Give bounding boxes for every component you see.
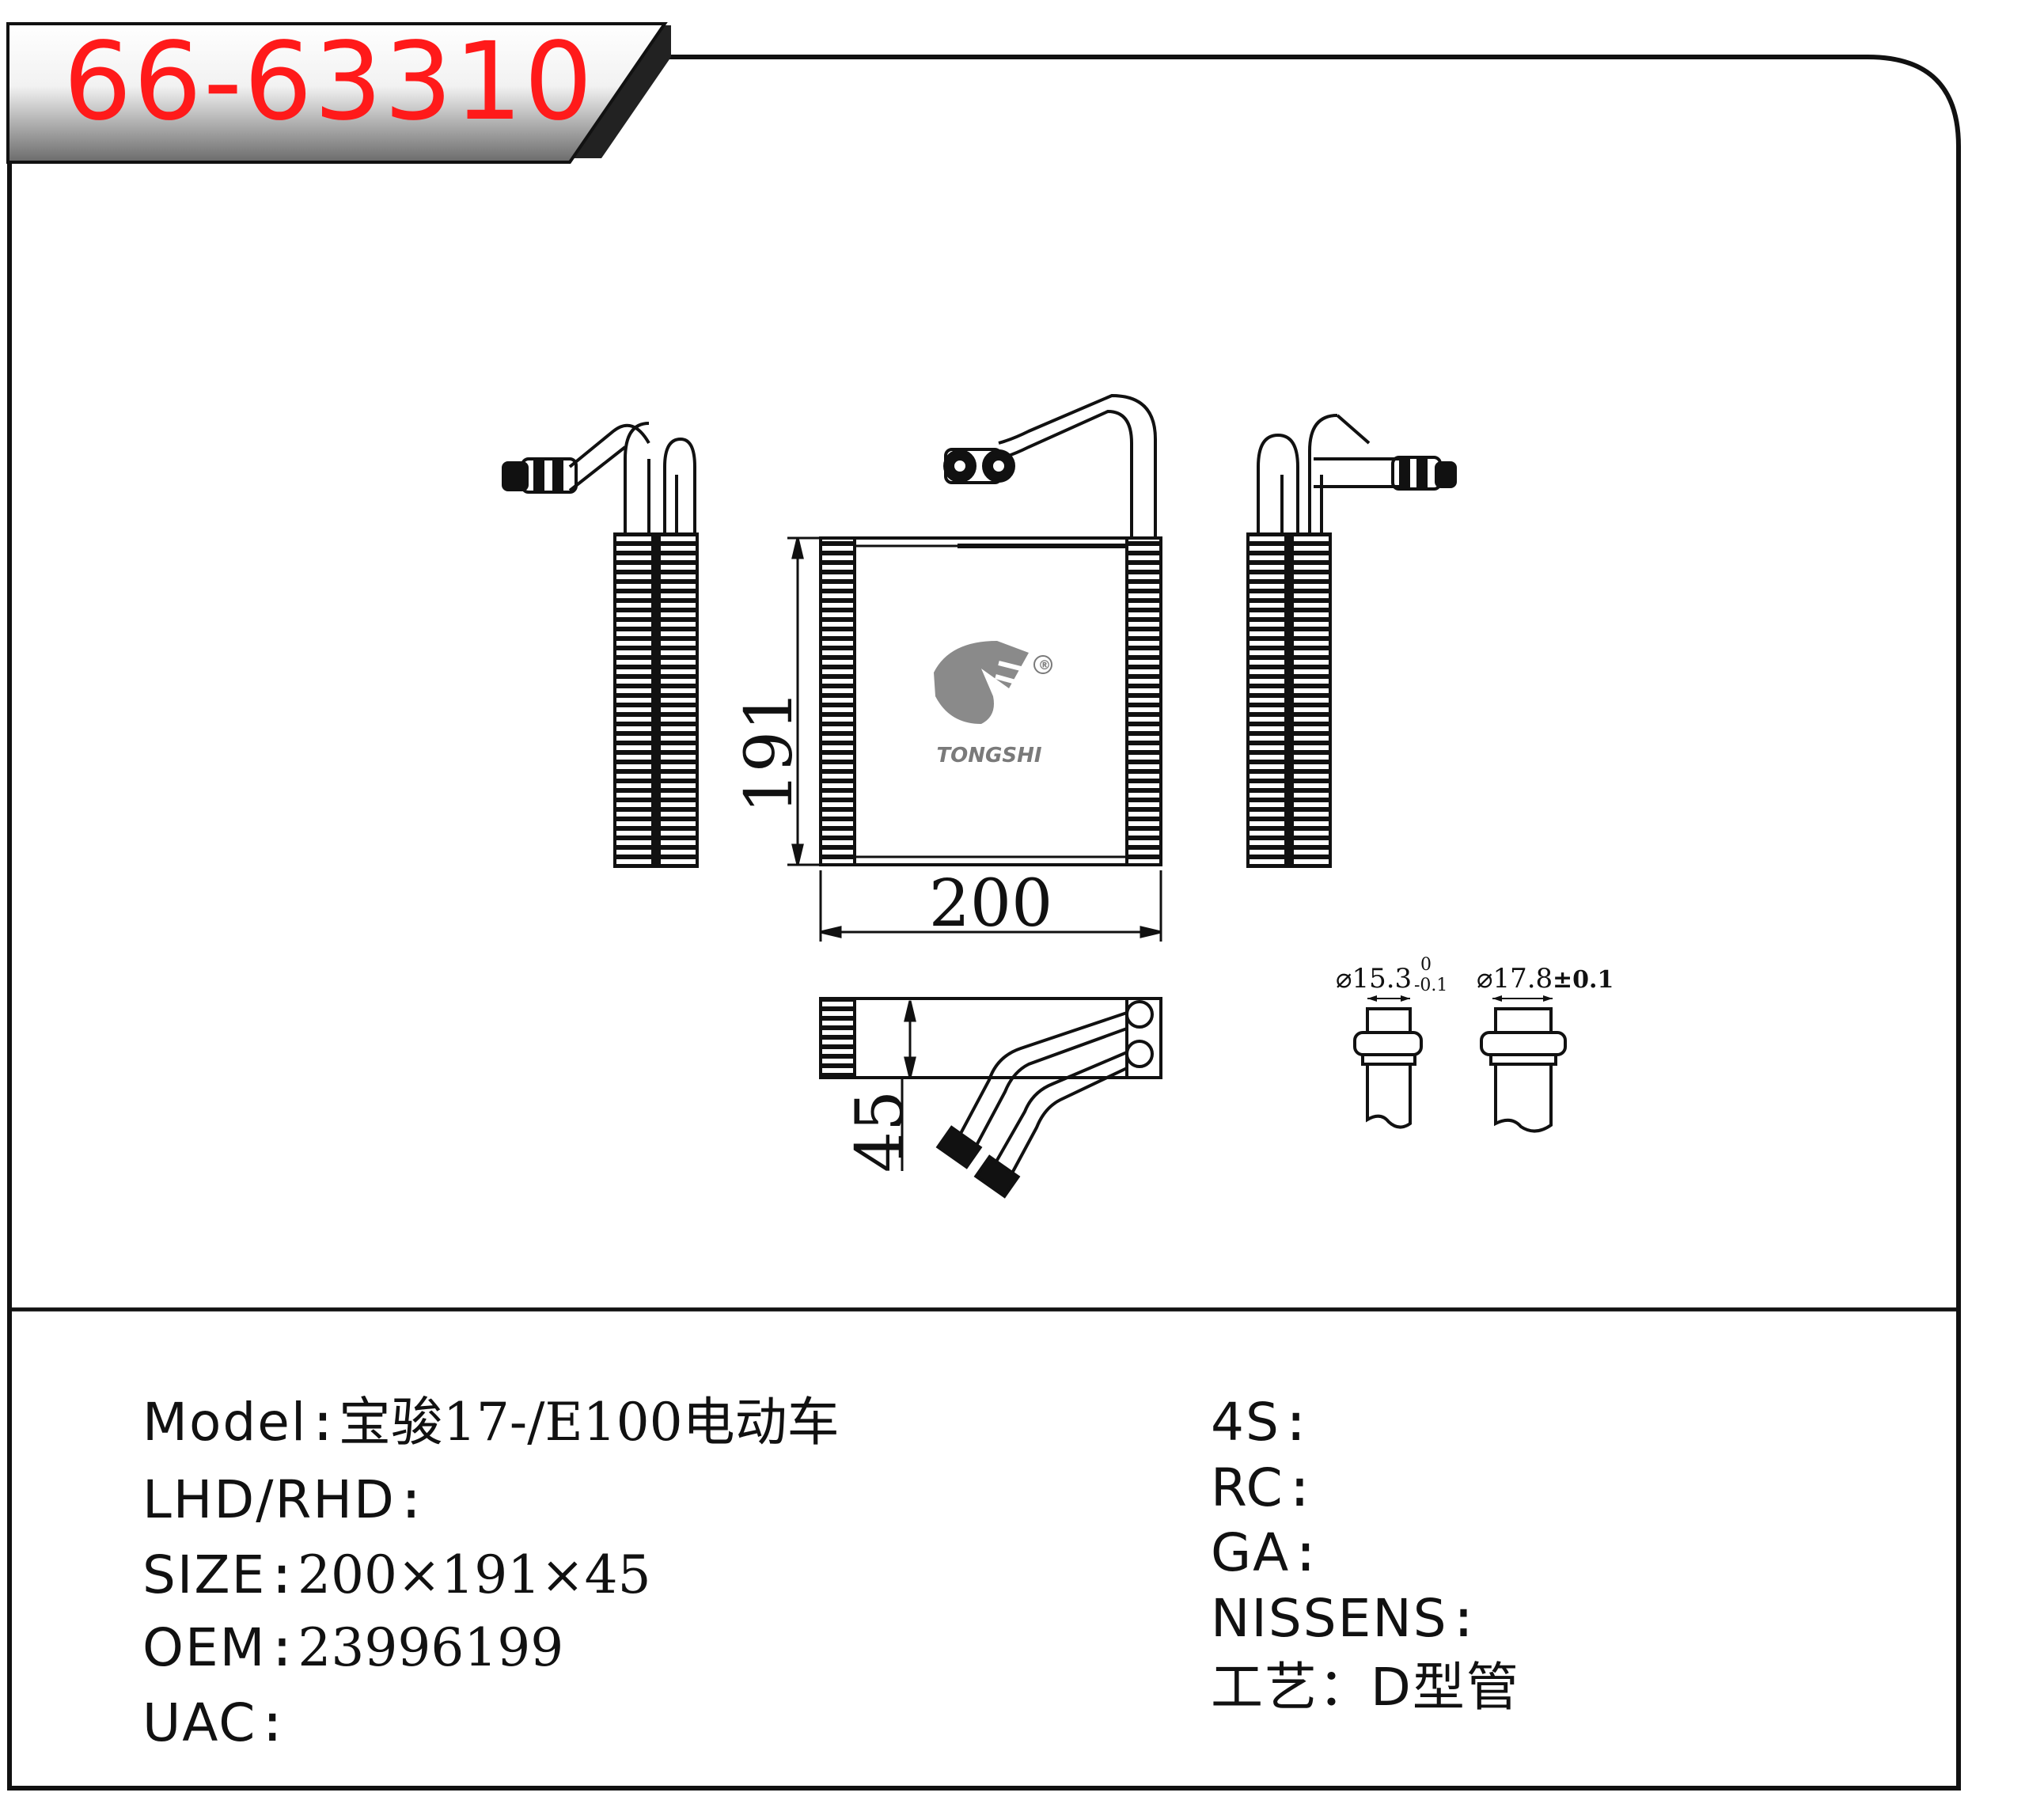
spec-nissens: NISSENS: [1211,1588,1480,1649]
spec-model: Model:宝骏17-/E100电动车 [142,1392,840,1453]
pipe2-tol: ±0.1 [1553,966,1614,994]
part-number-title: 66-63310 [63,20,594,145]
brand-logo-mark [934,641,1029,724]
dim-width-label: 200 [929,866,1053,942]
spec-rc: RC: [1211,1457,1316,1518]
brand-logo-registered: ® [1038,657,1051,673]
spec-size: SIZE:200×191×45 [142,1544,651,1605]
bottom-view [819,997,1162,1199]
outer-border [7,55,1961,1791]
pipe1-tol-upper: 0 [1420,955,1432,975]
pipe2-diameter-label: ⌀17.8 [1477,963,1553,995]
brand-logo: ® TONGSHI [934,641,1052,767]
title-tab [6,22,668,164]
pipe-detail-1 [1353,995,1423,1129]
pipe1-tol-lower: -0.1 [1414,976,1447,995]
front-view [819,393,1162,866]
dimension-lines [787,536,1162,1171]
dim-depth-label: 45 [843,1090,918,1173]
left-side-view [502,422,699,868]
brand-logo-name: TONGSHI [936,744,1041,767]
spec-ga: GA: [1211,1522,1322,1583]
spec-process: 工艺：D型管 [1211,1657,1520,1718]
spec-uac: UAC: [142,1692,289,1753]
pipe-detail-2 [1480,995,1567,1133]
right-side-view [1246,414,1457,868]
pipe1-diameter-label: ⌀15.3 [1336,963,1412,995]
spec-lhd-rhd: LHD/RHD: [142,1469,427,1530]
spec-4s: 4S: [1211,1392,1312,1453]
spec-oem: OEM:23996199 [142,1617,564,1678]
dim-height-label: 191 [732,690,807,814]
